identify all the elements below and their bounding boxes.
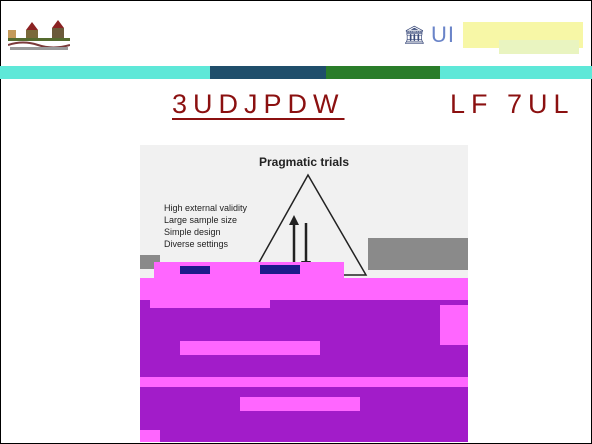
slide-title-continued: LF 7UL — [450, 89, 575, 119]
glitch-pink-stripe — [150, 300, 270, 308]
header-color-stripe — [0, 66, 592, 79]
list-item: Simple design — [164, 227, 221, 237]
triangle-shape — [250, 173, 368, 276]
stripe-segment — [110, 66, 210, 79]
glitch-pink-stripe — [140, 377, 468, 387]
list-item: High external validity — [164, 203, 248, 213]
glitch-navy-bit — [180, 266, 210, 274]
glitch-navy-bit — [260, 265, 300, 274]
up-arrow-left-head — [289, 215, 299, 225]
campus-logo — [7, 18, 71, 58]
stripe-segment — [0, 66, 110, 79]
institution-logo: 🏛 UI — [403, 22, 592, 60]
institution-icon: 🏛 — [403, 25, 426, 45]
pragmatic-trials-figure: Pragmatic trials High external validity … — [140, 145, 468, 442]
glitch-magenta-footer — [140, 420, 468, 442]
trial-features-list: High external validity Large sample size… — [164, 202, 247, 250]
list-item: Large sample size — [164, 215, 238, 225]
glitch-pink-column — [440, 305, 468, 345]
stripe-segment — [326, 66, 440, 79]
figure-title: Pragmatic trials — [258, 155, 350, 169]
stripe-segment — [516, 66, 592, 79]
institution-text: UI — [431, 22, 455, 47]
stripe-segment — [440, 66, 516, 79]
slide-title: 3UDJPDW — [172, 89, 345, 119]
glitch-pink-row — [140, 278, 468, 300]
glitch-gray-block — [368, 238, 468, 270]
glitch-pink-stripe — [240, 397, 360, 411]
glitch-pink-corner — [140, 430, 160, 442]
stripe-segment — [210, 66, 326, 79]
list-item: Diverse settings — [164, 239, 229, 249]
glitch-pink-stripe — [180, 341, 320, 355]
logo-highlight-secondary — [499, 40, 579, 54]
